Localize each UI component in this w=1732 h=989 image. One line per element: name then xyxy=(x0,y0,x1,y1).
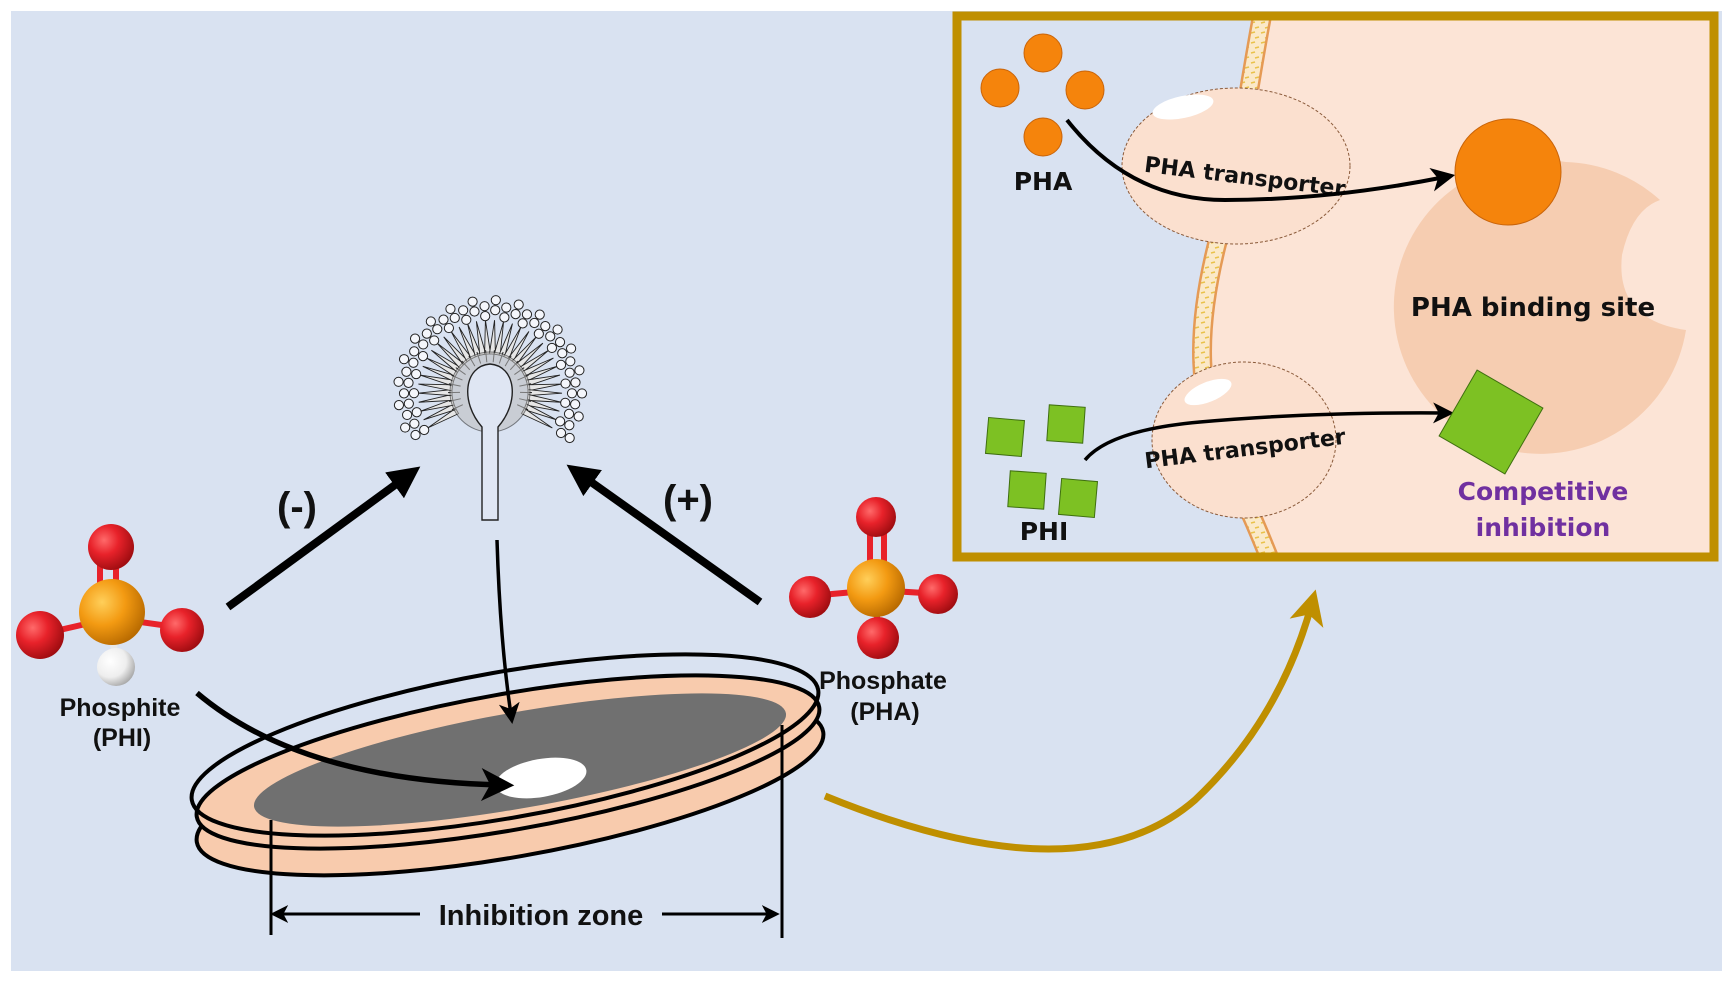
phosphite-abbr-label: (PHI) xyxy=(93,724,151,752)
pha-transporter-top: PHA transporter xyxy=(1122,88,1350,244)
competitive-label-line2: inhibition xyxy=(1476,513,1611,542)
phosphate-abbr-label: (PHA) xyxy=(850,698,919,726)
phosphate-name-label: Phosphate xyxy=(819,667,947,695)
phosphite-name-label: Phosphite xyxy=(60,694,181,722)
inhibition-zone-label: Inhibition zone xyxy=(439,900,644,932)
phi-label: PHI xyxy=(1020,517,1069,546)
binding-site-label: PHA binding site xyxy=(1411,293,1655,323)
phi-molecule xyxy=(1047,405,1085,443)
pha-molecule xyxy=(1024,34,1062,72)
competitive-label-line1: Competitive xyxy=(1458,477,1629,506)
phi-molecule xyxy=(985,417,1024,456)
phi-molecule xyxy=(1008,471,1046,509)
pha-molecule xyxy=(1066,71,1104,109)
pha-molecule xyxy=(1024,118,1062,156)
bound-pha-molecule xyxy=(1455,119,1561,225)
promote-sign-label: (+) xyxy=(663,478,713,522)
mechanism-inset-panel: PHA transporter PHA transporter PHA PHI … xyxy=(957,16,1720,560)
phi-molecule xyxy=(1058,478,1097,517)
pha-label: PHA xyxy=(1014,167,1073,196)
inhibit-sign-label: (-) xyxy=(277,485,317,529)
pha-molecule xyxy=(981,69,1019,107)
